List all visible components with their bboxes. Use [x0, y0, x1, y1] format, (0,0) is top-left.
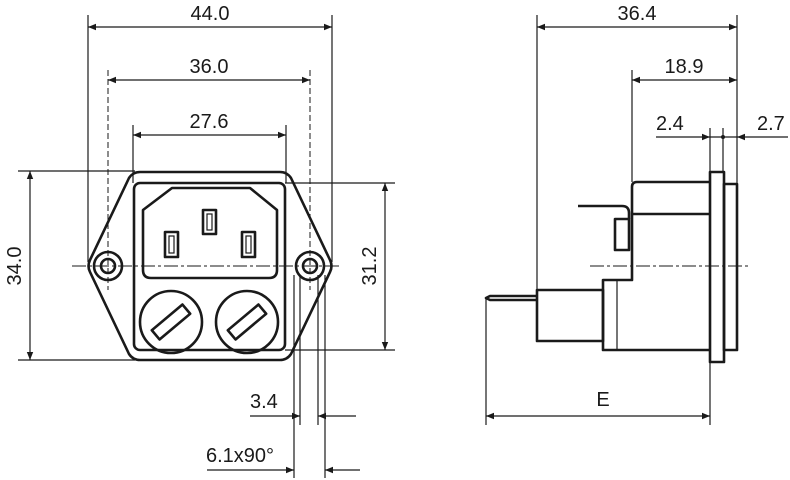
bezel — [722, 182, 739, 352]
dim-overall-width: 44.0 — [191, 3, 230, 25]
dim-cutout-height: 31.2 — [359, 247, 381, 286]
dim-cutout-width: 27.6 — [190, 111, 229, 133]
dim-body-depth: 18.9 — [665, 56, 704, 78]
dim-overall-height: 34.0 — [4, 247, 26, 286]
dim-hole-size: 6.1x90° — [206, 445, 274, 467]
fuse-holder-right — [214, 289, 280, 355]
line-pin-slot — [163, 230, 180, 259]
switch-component — [613, 217, 631, 252]
dim-flange-thickness: 2.4 — [656, 113, 684, 135]
top-terminal — [578, 204, 631, 219]
side-view: 36.4 18.9 2.4 2.7 E — [484, 3, 788, 425]
fuse-holder-left — [138, 289, 204, 355]
front-flange — [708, 170, 726, 364]
dim-bezel-thickness: 2.7 — [757, 113, 785, 135]
front-view: 44.0 36.0 27.6 34.0 31.2 3.4 6.1x90° — [4, 3, 395, 478]
dim-terminal-length: E — [596, 389, 609, 411]
dim-overall-depth: 36.4 — [618, 3, 657, 25]
neutral-pin-slot — [240, 230, 257, 259]
extension-lines — [18, 15, 395, 478]
dim-hole-spacing: 36.0 — [190, 56, 229, 78]
dim-panel-thickness: 3.4 — [250, 391, 278, 413]
flange-outline — [87, 170, 333, 362]
iec-receptacle — [141, 186, 279, 280]
earth-pin-slot — [201, 208, 218, 236]
lower-terminal-pin — [484, 294, 537, 302]
dim-dot — [721, 135, 725, 139]
lower-terminal-block — [535, 288, 605, 343]
receptacle-pins — [163, 208, 257, 259]
side-extension-lines — [485, 15, 738, 425]
